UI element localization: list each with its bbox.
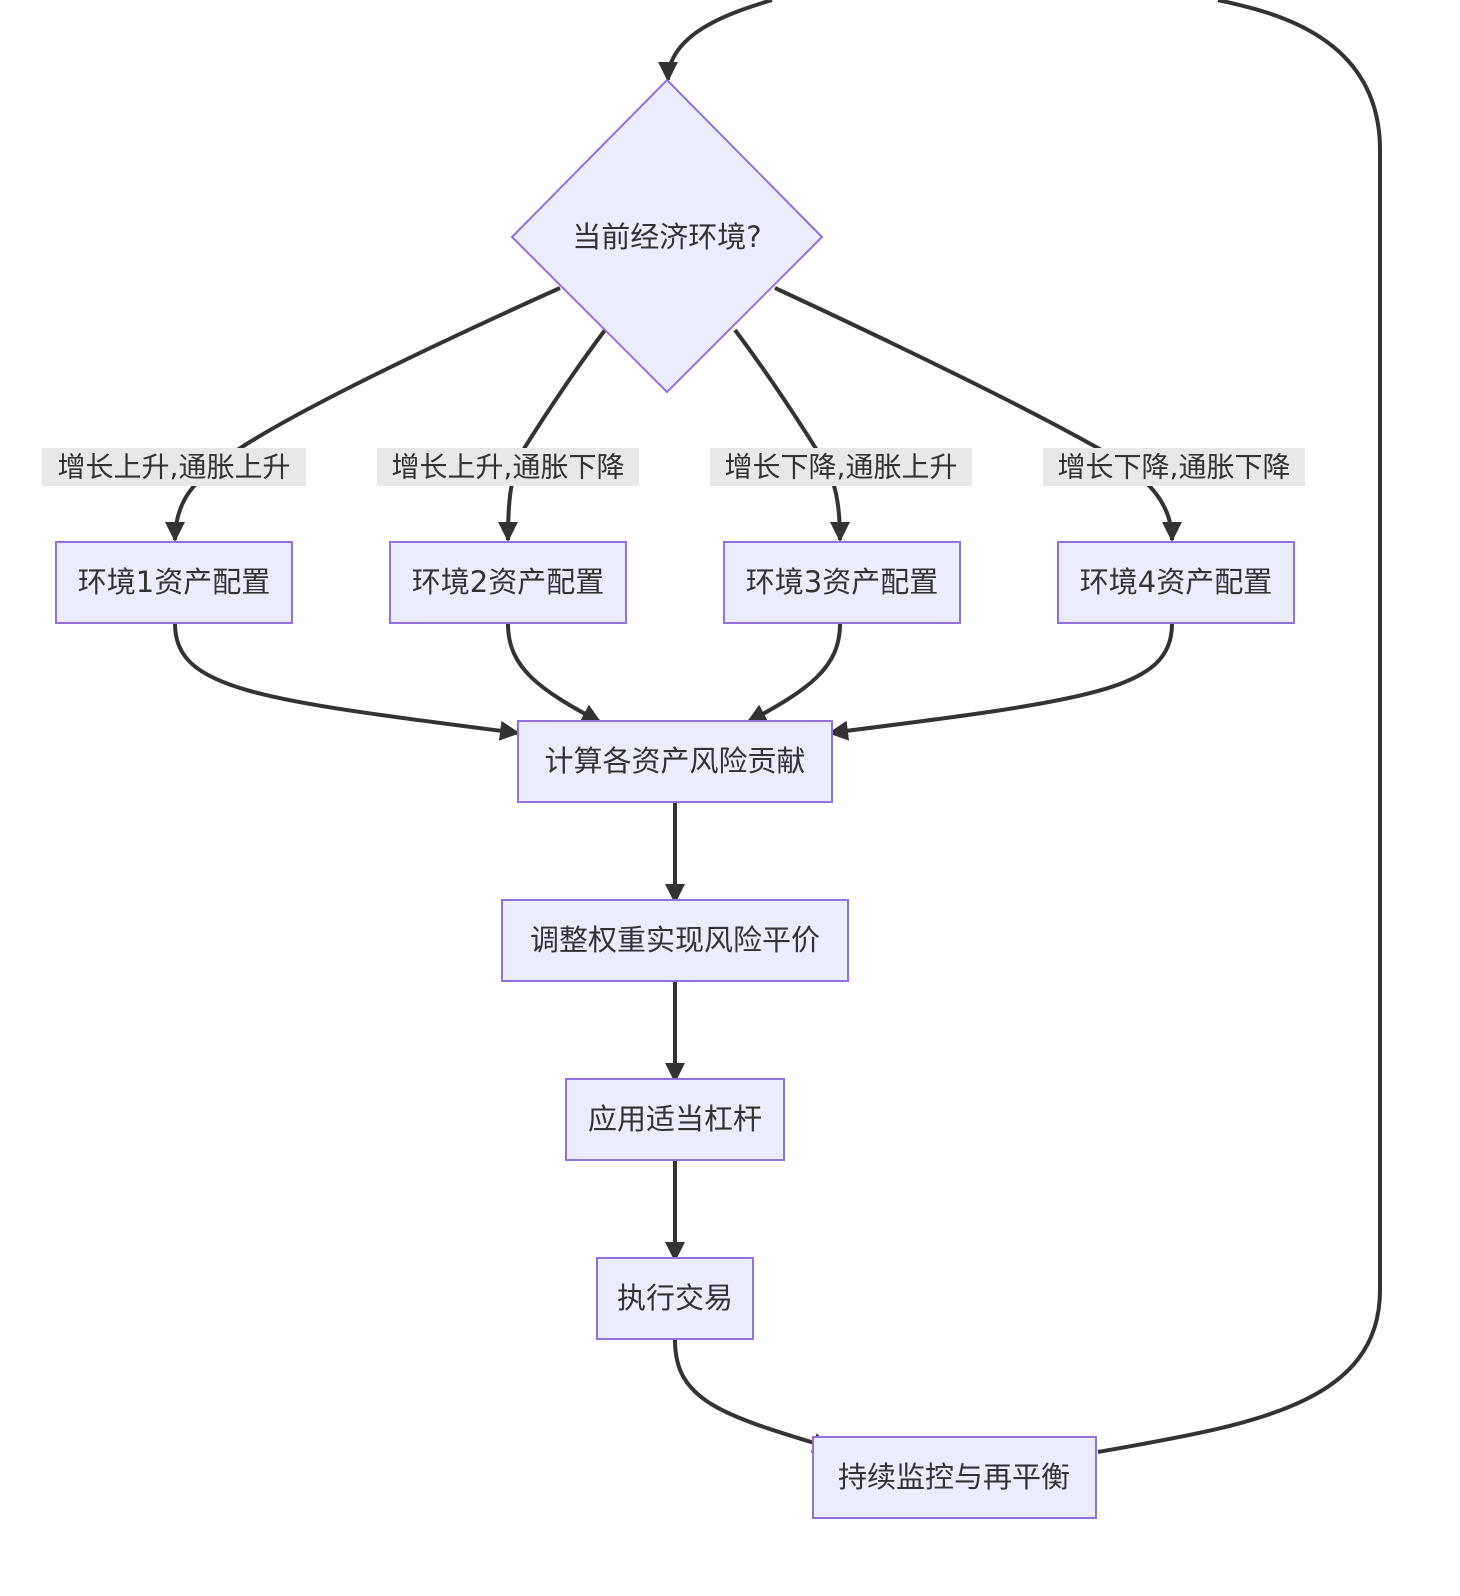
- edge-label-env4: 增长下降,通胀下降: [1043, 448, 1305, 486]
- decision-node-label: 当前经济环境?: [572, 220, 761, 254]
- edge-label-env1-text: 增长上升,通胀上升: [58, 451, 291, 484]
- edge-label-env2: 增长上升,通胀下降: [377, 448, 639, 486]
- edge-decision-env3: [733, 328, 850, 542]
- edge-decision-env4: [774, 286, 1182, 542]
- env2-node-label: 环境2资产配置: [412, 565, 604, 599]
- edge-env4-risk: [828, 623, 1174, 741]
- env3-node-label: 环境3资产配置: [746, 565, 938, 599]
- env4-node-label: 环境4资产配置: [1080, 565, 1272, 599]
- edge-env1-risk: [173, 623, 520, 741]
- adjust-node: 调整权重实现风险平价: [501, 899, 849, 982]
- monitor-node-label: 持续监控与再平衡: [838, 1460, 1070, 1494]
- env4-node: 环境4资产配置: [1057, 541, 1295, 624]
- edge-decision-env1: [165, 286, 561, 542]
- edge-label-env3-text: 增长下降,通胀上升: [725, 451, 958, 484]
- env1-node: 环境1资产配置: [55, 541, 293, 624]
- edge-label-env2-text: 增长上升,通胀下降: [392, 451, 625, 484]
- env3-node: 环境3资产配置: [723, 541, 961, 624]
- edge-decision-env2: [498, 328, 607, 542]
- edge-env3-risk: [746, 623, 842, 724]
- env1-node-label: 环境1资产配置: [78, 565, 270, 599]
- risk-node: 计算各资产风险贡献: [517, 720, 833, 803]
- leverage-node-label: 应用适当杠杆: [588, 1102, 762, 1136]
- edge-trade-monitor: [673, 1339, 833, 1453]
- env2-node: 环境2资产配置: [389, 541, 627, 624]
- trade-node-label: 执行交易: [617, 1281, 733, 1315]
- leverage-node: 应用适当杠杆: [565, 1078, 785, 1161]
- adjust-node-label: 调整权重实现风险平价: [530, 923, 820, 957]
- trade-node: 执行交易: [596, 1257, 754, 1340]
- edge-label-env1: 增长上升,通胀上升: [42, 448, 306, 486]
- edge-label-env4-text: 增长下降,通胀下降: [1058, 451, 1291, 484]
- risk-node-label: 计算各资产风险贡献: [544, 744, 805, 778]
- edge-monitor-loop: [668, 0, 1382, 1454]
- decision-node: 当前经济环境?: [510, 78, 824, 394]
- edge-env2-risk: [506, 623, 602, 724]
- monitor-node: 持续监控与再平衡: [812, 1436, 1097, 1519]
- edge-label-env3: 增长下降,通胀上升: [710, 448, 972, 486]
